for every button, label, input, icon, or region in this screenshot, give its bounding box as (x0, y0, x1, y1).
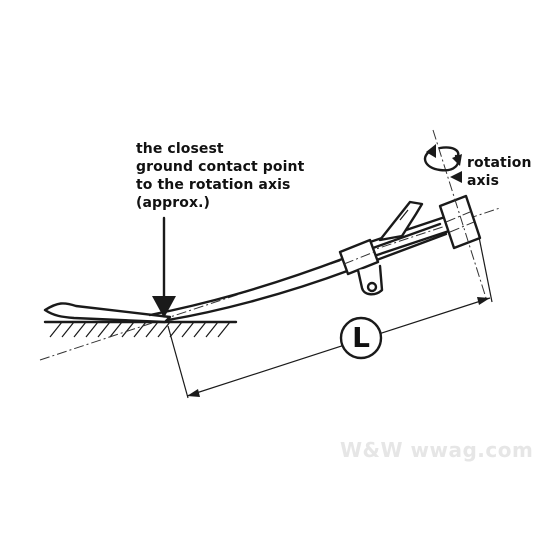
mounting-collar (338, 238, 384, 296)
contact-arrow-head (152, 296, 176, 318)
stand-rod (148, 222, 442, 317)
stand-rod-lower (166, 232, 448, 322)
contact-point-line-3: to the rotation axis (136, 177, 291, 193)
rotation-axis-line (432, 129, 487, 299)
watermark-logo: W&W (340, 438, 404, 462)
watermark-site: wwag.com (410, 438, 534, 462)
pivot-barrel (438, 194, 482, 250)
stand-foot (43, 302, 172, 324)
rotation-axis-line-1: rotation (467, 155, 532, 171)
rotation-arrow-icon (423, 144, 462, 172)
contact-point-line-4: (approx.) (136, 195, 211, 211)
ground-hatching (49, 321, 231, 338)
dimension-L-symbol: L (352, 321, 370, 354)
contact-point-label: the closest ground contact point to the … (136, 140, 346, 212)
watermark: W&W wwag.com (340, 438, 533, 462)
contact-point-line-2: ground contact point (136, 159, 305, 175)
spring-tab (378, 200, 424, 242)
axis-pointer-icon (450, 171, 462, 183)
dimension-L (167, 231, 493, 399)
rotation-axis-line-2: axis (467, 173, 500, 189)
rotation-axis-label: rotation axis (467, 154, 547, 190)
contact-point-line-1: the closest (136, 141, 224, 157)
